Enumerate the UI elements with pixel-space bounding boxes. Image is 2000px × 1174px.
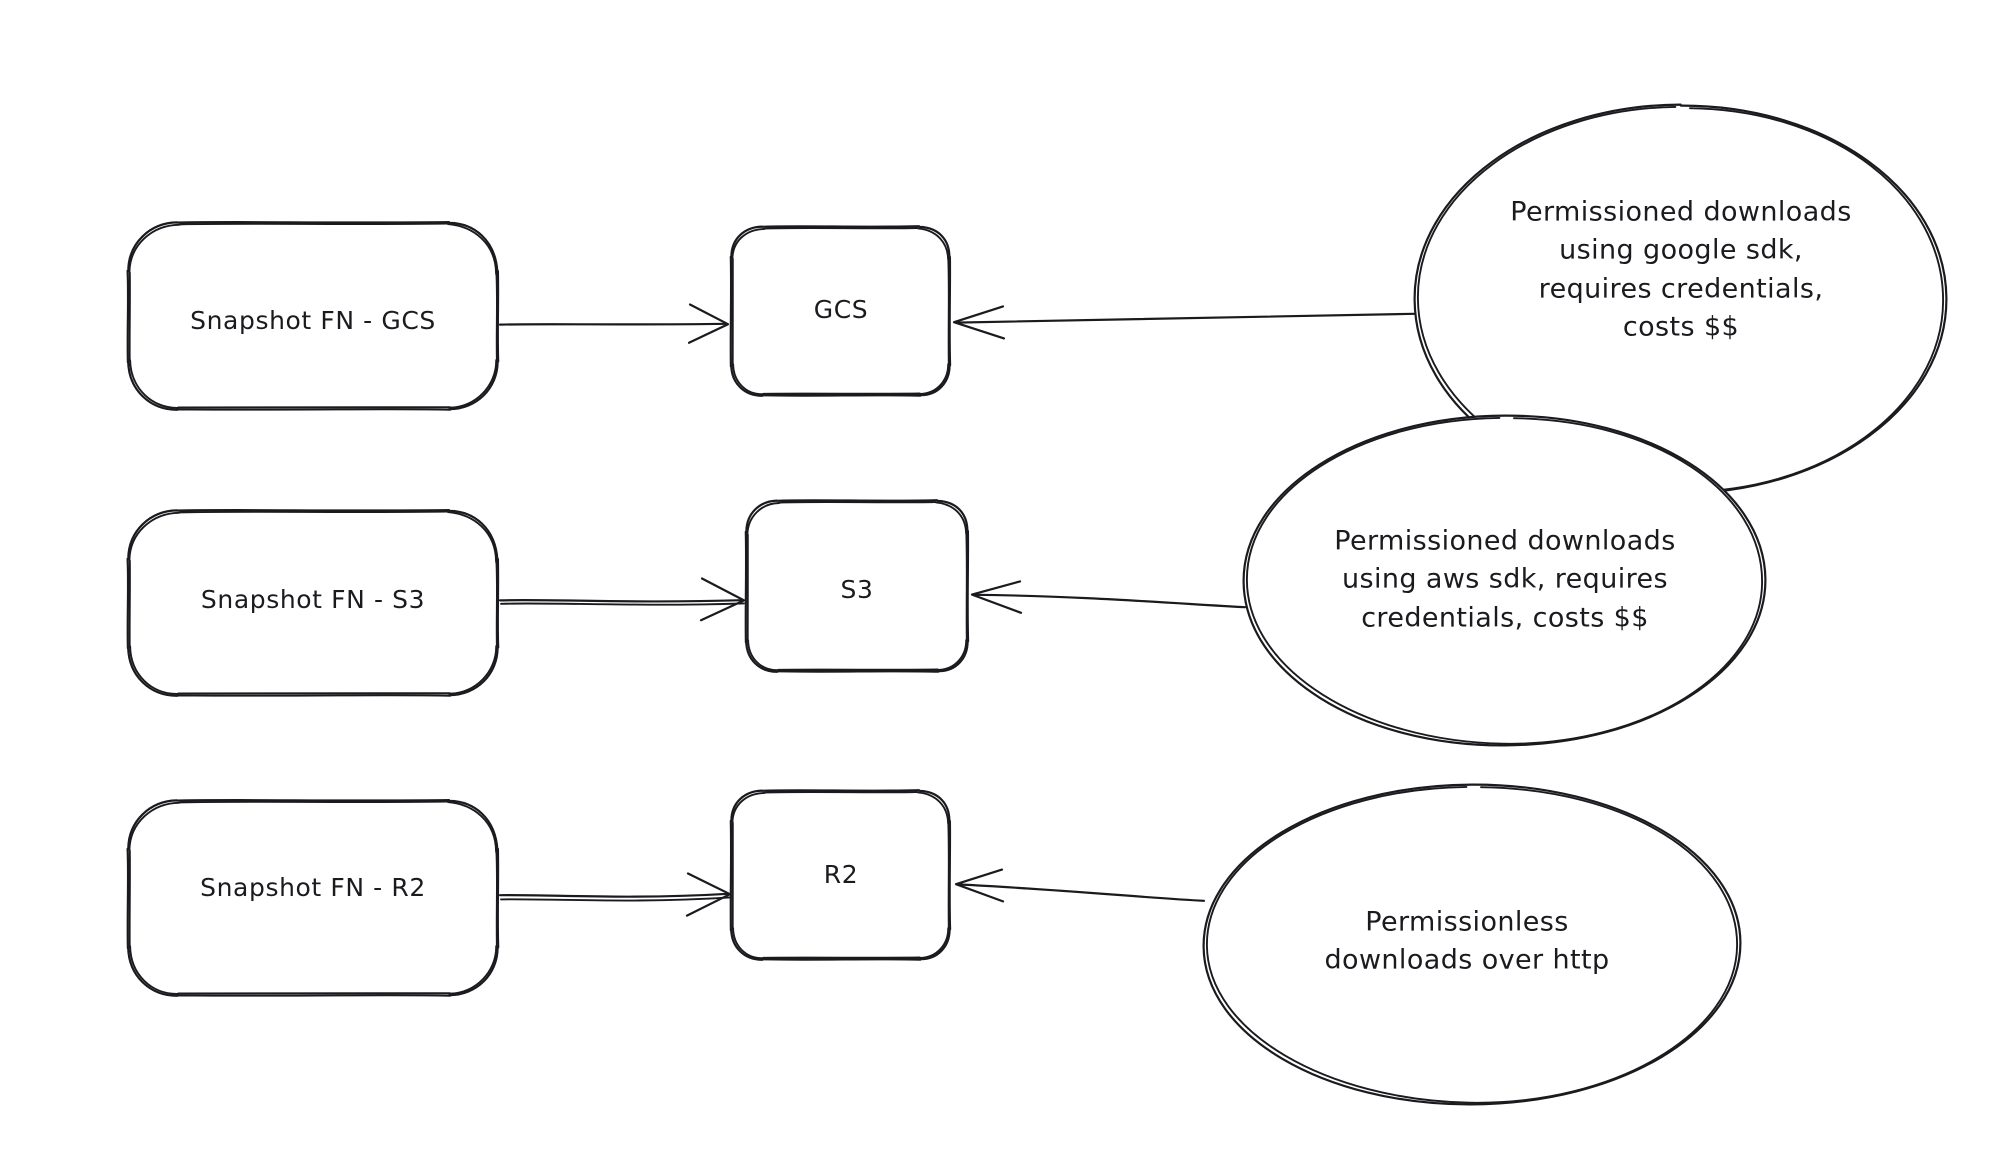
node-gcs[interactable] xyxy=(729,225,952,397)
node-snapshot-fn-gcs[interactable] xyxy=(126,221,500,411)
node-snapshot-fn-s3[interactable] xyxy=(126,509,500,697)
connector-note-to-r2 xyxy=(954,868,1206,903)
connector-fn-gcs-to-gcs xyxy=(498,303,730,344)
ellipse-note-r2[interactable] xyxy=(1202,783,1742,1106)
connector-fn-s3-to-s3 xyxy=(498,577,746,622)
connector-note-to-s3 xyxy=(970,580,1247,614)
connector-fn-r2-to-r2 xyxy=(498,872,732,917)
ellipse-note-s3[interactable] xyxy=(1242,414,1767,747)
node-snapshot-fn-r2[interactable] xyxy=(126,799,500,997)
connector-note-to-gcs xyxy=(952,305,1416,340)
node-s3[interactable] xyxy=(744,499,970,673)
node-r2[interactable] xyxy=(729,789,952,961)
